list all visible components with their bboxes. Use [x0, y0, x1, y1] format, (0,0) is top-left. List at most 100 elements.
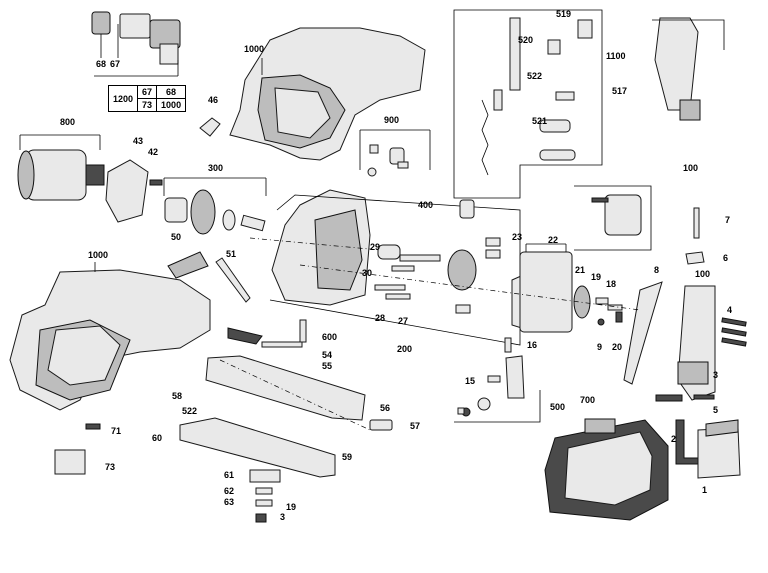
callout-label: 6 [723, 253, 728, 263]
callout-label: 22 [548, 235, 558, 245]
callout-label: 522 [182, 406, 197, 416]
small-parts-kit-part [457, 355, 525, 417]
callout-label: 100 [695, 269, 710, 279]
table-cell: 1200 [107, 85, 139, 112]
gear-housing-part [105, 159, 149, 223]
callout-label: 51 [226, 249, 236, 259]
callout-label: 57 [410, 421, 420, 431]
callout-label: 71 [111, 426, 121, 436]
hex-key-part [675, 419, 701, 465]
plunger-carrier-part [519, 251, 573, 333]
callout-label: 54 [322, 350, 332, 360]
bushing-part [455, 304, 471, 314]
callout-label: 59 [342, 452, 352, 462]
callout-label: 8 [654, 265, 659, 275]
callout-label: 43 [133, 136, 143, 146]
callout-label: 63 [224, 497, 234, 507]
pins-part [374, 244, 441, 300]
kit-reference-table: 1200 67 68 73 1000 [107, 85, 187, 112]
callout-label: 27 [398, 316, 408, 326]
screw-part [85, 423, 101, 430]
callout-label: 100 [683, 163, 698, 173]
callout-label: 67 [110, 59, 120, 69]
pin-part [595, 297, 609, 305]
callout-label: 200 [397, 344, 412, 354]
callout-label: 62 [224, 486, 234, 496]
callout-label: 520 [518, 35, 533, 45]
housing-half-lower-part [9, 269, 211, 411]
pin-part [693, 207, 700, 239]
blade-guard-part [623, 281, 663, 385]
callout-label: 500 [550, 402, 565, 412]
callout-label: 1000 [244, 44, 264, 54]
callout-label: 519 [556, 9, 571, 19]
callout-label: 30 [362, 268, 372, 278]
nut-part [597, 318, 605, 326]
screw-part [693, 394, 715, 400]
callout-label: 7 [725, 215, 730, 225]
pin-part [504, 337, 512, 353]
callout-label: 1100 [606, 51, 626, 61]
callout-label: 5 [713, 405, 718, 415]
drive-gear-part [447, 249, 477, 291]
plunger-assembly-part [459, 17, 593, 219]
callout-label: 61 [224, 470, 234, 480]
blade-guide-part [227, 319, 307, 348]
callout-label: 9 [597, 342, 602, 352]
motor-part [17, 149, 105, 201]
callout-label: 60 [152, 433, 162, 443]
callout-label: 20 [612, 342, 622, 352]
callout-label: 19 [286, 502, 296, 512]
screw-part [721, 337, 747, 347]
callout-label: 56 [380, 403, 390, 413]
callout-label: 55 [322, 361, 332, 371]
label-part [54, 449, 86, 475]
shaft-part [485, 249, 501, 259]
callout-label: 2 [671, 434, 676, 444]
small-parts-kit-part [367, 144, 409, 177]
callout-label: 400 [418, 200, 433, 210]
blade-clamp-part [591, 17, 701, 236]
table-row: 1200 67 68 [107, 85, 187, 112]
small-clip-part [199, 117, 221, 137]
callout-label: 18 [606, 279, 616, 289]
base-plate-part [179, 355, 366, 478]
switch-module-part [91, 11, 181, 65]
table-cell: 68 [156, 85, 187, 99]
table-cell: 1000 [156, 98, 187, 112]
gearbox-frame-part [271, 189, 371, 306]
callout-label: 58 [172, 391, 182, 401]
callout-label: 4 [727, 305, 732, 315]
callout-label: 16 [527, 340, 537, 350]
table-row: 73 1000 [109, 98, 187, 112]
callout-label: 3 [713, 370, 718, 380]
screw-part [255, 513, 267, 523]
shoe-insert-part [369, 419, 393, 431]
callout-label: 300 [208, 163, 223, 173]
screw-part [149, 179, 163, 186]
callout-label: 521 [532, 116, 547, 126]
callout-label: 42 [148, 147, 158, 157]
washer-part [615, 311, 623, 323]
callout-label: 29 [370, 242, 380, 252]
callout-label: 3 [280, 512, 285, 522]
chip-guard-part [215, 257, 251, 303]
blade-box-part [697, 419, 741, 479]
gear-set-part [164, 189, 266, 235]
callout-label: 1 [702, 485, 707, 495]
callout-label: 19 [591, 272, 601, 282]
callout-label: 73 [105, 462, 115, 472]
nut-part [255, 499, 273, 507]
housing-half-upper-part [229, 27, 426, 161]
callout-label: 600 [322, 332, 337, 342]
dust-deflector-part [167, 251, 209, 279]
callout-label: 21 [575, 265, 585, 275]
callout-label: 1000 [88, 250, 108, 260]
shaft-part [485, 237, 501, 247]
lever-part [685, 251, 705, 265]
bevel-lock-part [249, 469, 281, 483]
front-cover-part [677, 285, 716, 401]
washer-part [255, 487, 273, 495]
screw-part [721, 317, 747, 327]
